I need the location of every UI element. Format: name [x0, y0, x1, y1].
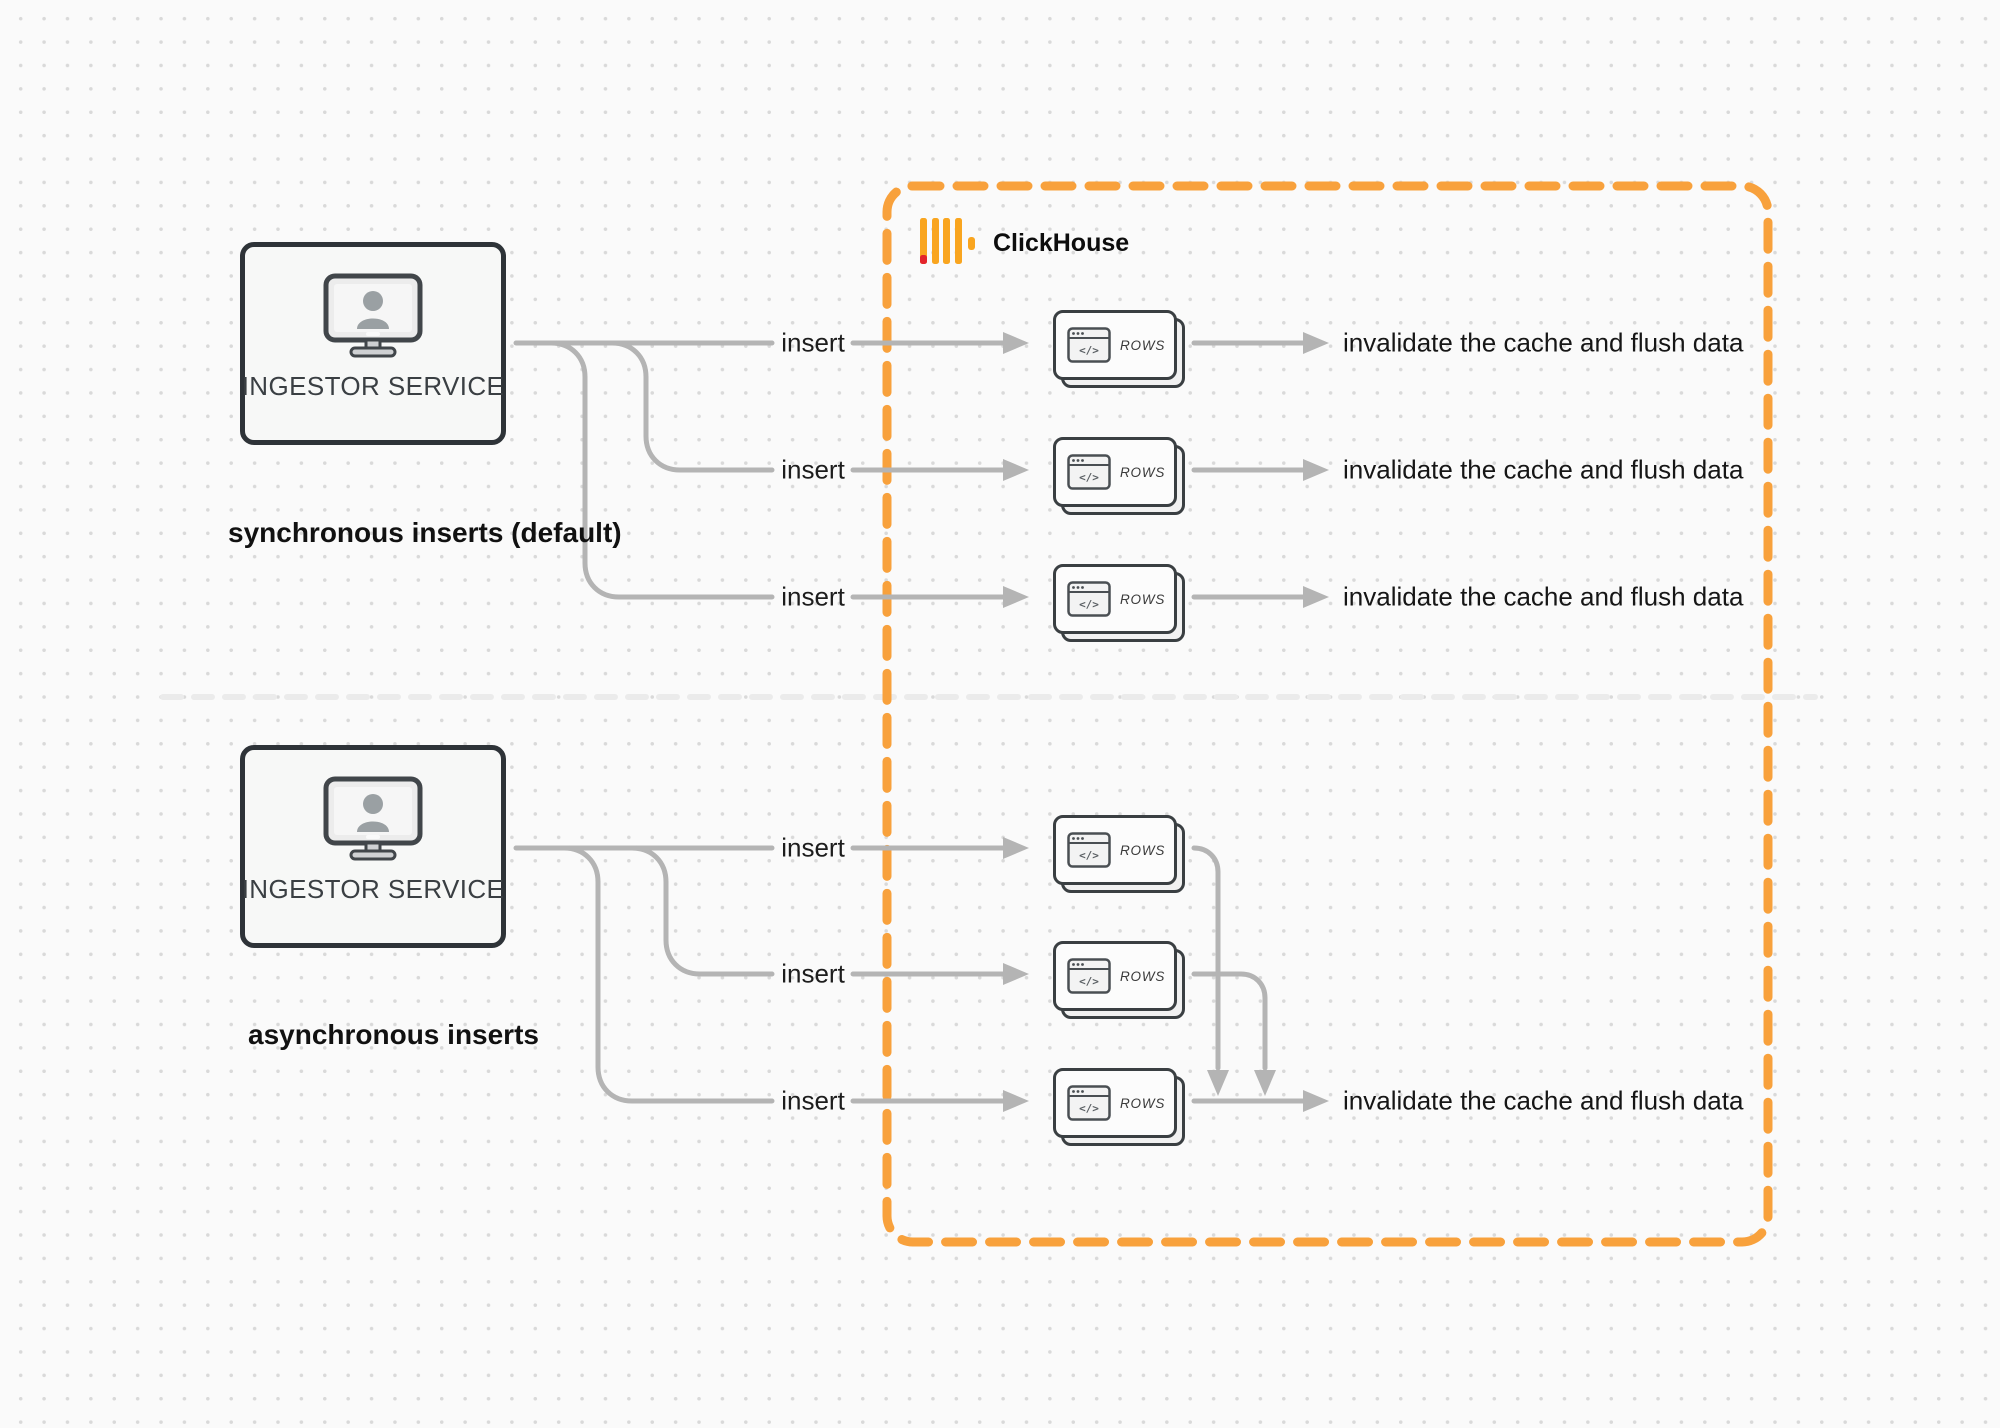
rows-card-label: ROWS	[1120, 968, 1166, 984]
gray-connectors	[513, 340, 1306, 1104]
sync-insert-label-2: insert	[781, 454, 845, 485]
code-window-icon: </>	[1067, 327, 1111, 363]
sync-result-label-1: invalidate the cache and flush data	[1343, 327, 1744, 358]
clickhouse-bars-icon	[920, 218, 975, 264]
code-window-icon: </>	[1067, 581, 1111, 617]
sync-result-arrowhead3	[1303, 586, 1329, 608]
async-rows-card-2: </> ROWS	[1053, 941, 1185, 1019]
workstation-monitor-icon	[323, 273, 423, 358]
sync-insert-arrowhead2	[1003, 459, 1029, 481]
async-result-label: invalidate the cache and flush data	[1343, 1085, 1744, 1116]
async-insert-arrowhead3	[1003, 1090, 1029, 1112]
code-glyph: </>	[1079, 471, 1099, 484]
clickhouse-title: ClickHouse	[993, 229, 1130, 257]
sync-caption: synchronous inserts (default)	[228, 517, 622, 548]
async-insert-label-1: insert	[781, 832, 845, 863]
rows-card: </> ROWS	[1053, 310, 1177, 380]
arrowheads	[1003, 332, 1329, 1112]
sync-rows-card-3: </> ROWS	[1053, 564, 1185, 642]
async-ingestor-service-label: INGESTOR SERVICE	[241, 874, 505, 904]
async-insert-arrowhead2	[1003, 963, 1029, 985]
sync-insert-label-3: insert	[781, 581, 845, 612]
sync-ingestor-service-box: INGESTOR SERVICE	[240, 242, 506, 445]
rows-card-label: ROWS	[1120, 464, 1166, 480]
rows-card-label: ROWS	[1120, 842, 1166, 858]
code-glyph: </>	[1079, 598, 1099, 611]
code-glyph: </>	[1079, 1102, 1099, 1115]
async-result-arrowhead	[1303, 1090, 1329, 1112]
workstation-monitor-icon	[323, 776, 423, 861]
async-merge-line2	[1191, 971, 1268, 1071]
rows-card-label: ROWS	[1120, 591, 1166, 607]
async-rows-card-3: </> ROWS	[1053, 1068, 1185, 1146]
rows-card-label: ROWS	[1120, 337, 1166, 353]
code-window-icon: </>	[1067, 1085, 1111, 1121]
rows-card: </> ROWS	[1053, 1068, 1177, 1138]
code-window-icon: </>	[1067, 832, 1111, 868]
sync-result-label-2: invalidate the cache and flush data	[1343, 454, 1744, 485]
sync-line-row2	[609, 340, 775, 473]
async-ingestor-service-box: INGESTOR SERVICE	[240, 745, 506, 948]
code-glyph: </>	[1079, 975, 1099, 988]
async-insert-label-3: insert	[781, 1085, 845, 1116]
code-glyph: </>	[1079, 849, 1099, 862]
rows-card-label: ROWS	[1120, 1095, 1166, 1111]
async-merge-line1	[1191, 845, 1221, 1071]
async-caption: asynchronous inserts	[248, 1019, 539, 1050]
rows-card: </> ROWS	[1053, 437, 1177, 507]
rows-card: </> ROWS	[1053, 564, 1177, 634]
async-rows-card-1: </> ROWS	[1053, 815, 1185, 893]
sync-result-arrowhead1	[1303, 332, 1329, 354]
sync-result-arrowhead2	[1303, 459, 1329, 481]
sync-rows-card-1: </> ROWS	[1053, 310, 1185, 388]
sync-insert-label-1: insert	[781, 327, 845, 358]
sync-insert-arrowhead1	[1003, 332, 1029, 354]
async-merge-down-arrowhead2	[1254, 1070, 1276, 1096]
async-line-row2	[629, 845, 775, 977]
sync-insert-arrowhead3	[1003, 586, 1029, 608]
async-merge-down-arrowhead1	[1207, 1070, 1229, 1096]
clickhouse-container-border	[882, 181, 1773, 1247]
code-window-icon: </>	[1067, 958, 1111, 994]
rows-card: </> ROWS	[1053, 815, 1177, 885]
async-insert-arrowhead1	[1003, 837, 1029, 859]
sync-result-label-3: invalidate the cache and flush data	[1343, 581, 1744, 612]
async-line-row3	[561, 845, 775, 1104]
clickhouse-logo-icon	[920, 218, 978, 271]
async-insert-label-2: insert	[781, 958, 845, 989]
code-window-icon: </>	[1067, 454, 1111, 490]
rows-card: </> ROWS	[1053, 941, 1177, 1011]
sync-ingestor-service-label: INGESTOR SERVICE	[241, 371, 505, 401]
sync-line-row3	[548, 340, 775, 600]
sync-rows-card-2: </> ROWS	[1053, 437, 1185, 515]
code-glyph: </>	[1079, 344, 1099, 357]
